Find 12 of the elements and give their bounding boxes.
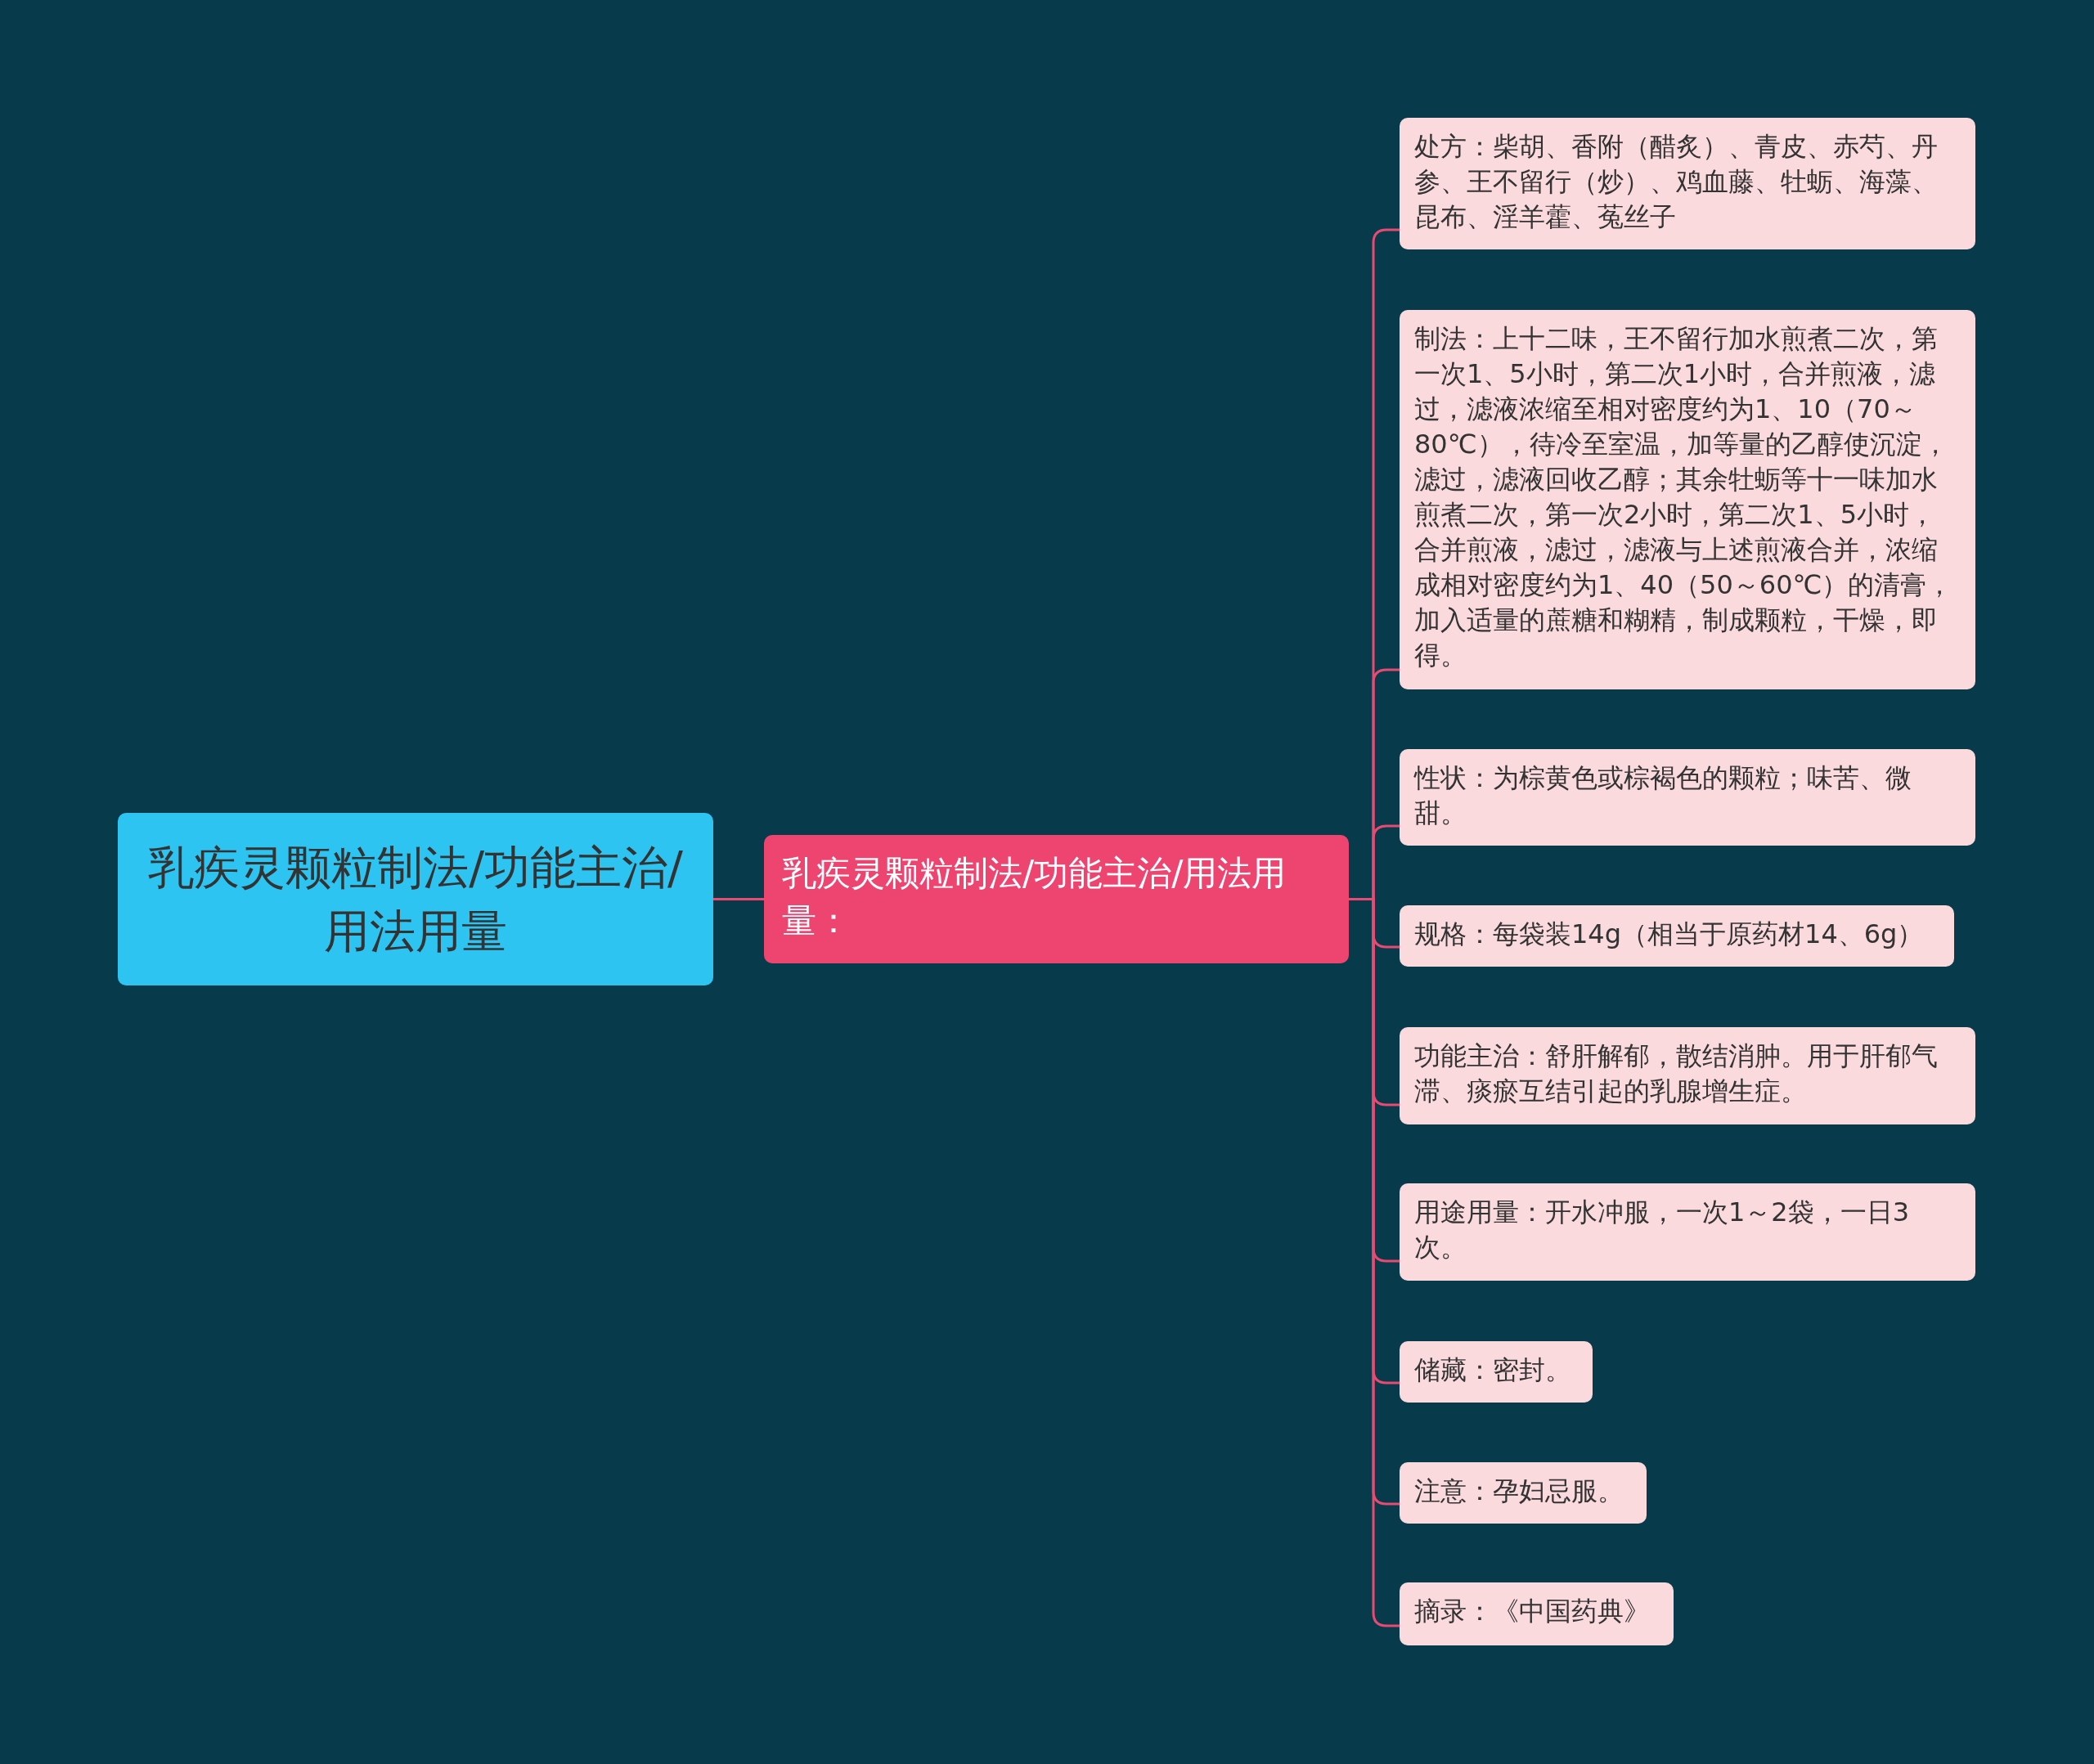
main-topic: 乳疾灵颗粒制法/功能主治/用法用量： xyxy=(764,835,1349,963)
subtopic-box: 摘录：《中国药典》 xyxy=(1400,1582,1674,1645)
subtopic-box: 处方：柴胡、香附（醋炙）、青皮、赤芍、丹参、王不留行（炒）、鸡血藤、牡蛎、海藻、昆布、淫羊藿、菟丝子 xyxy=(1400,118,1975,249)
subtopic-box: 规格：每袋装14g（相当于原药材14、6g） xyxy=(1400,905,1954,967)
subtopic-box: 制法：上十二味，王不留行加水煎煮二次，第一次1、5小时，第二次1小时，合并煎液，滤过，滤液浓缩至相对密度约为1、10（70～80℃），待冷至室温，加等量的乙醇使沉淀，滤过，滤液回收乙醇；其余牡蛎等十一味加水煎煮二次，第一次2小时，第二次1、5小时，合并煎液，滤过，滤液与上述煎液合并，浓缩成相对密度约为1、40（50～60℃）的清膏，加入适量的蔗糖和糊精，制成颗粒，干燥，即得。 xyxy=(1400,310,1975,689)
subtopic-box: 储藏：密封。 xyxy=(1400,1341,1593,1403)
subtopic-box: 用途用量：开水冲服，一次1～2袋，一日3次。 xyxy=(1400,1183,1975,1281)
root-topic: 乳疾灵颗粒制法/功能主治/用法用量 xyxy=(118,813,713,985)
connector-line xyxy=(713,898,764,900)
subtopic-box: 性状：为棕黄色或棕褐色的颗粒；味苦、微甜。 xyxy=(1400,749,1975,846)
subtopic-box: 功能主治：舒肝解郁，散结消肿。用于肝郁气滞、痰瘀互结引起的乳腺增生症。 xyxy=(1400,1027,1975,1124)
subtopic-box: 注意：孕妇忌服。 xyxy=(1400,1462,1647,1524)
